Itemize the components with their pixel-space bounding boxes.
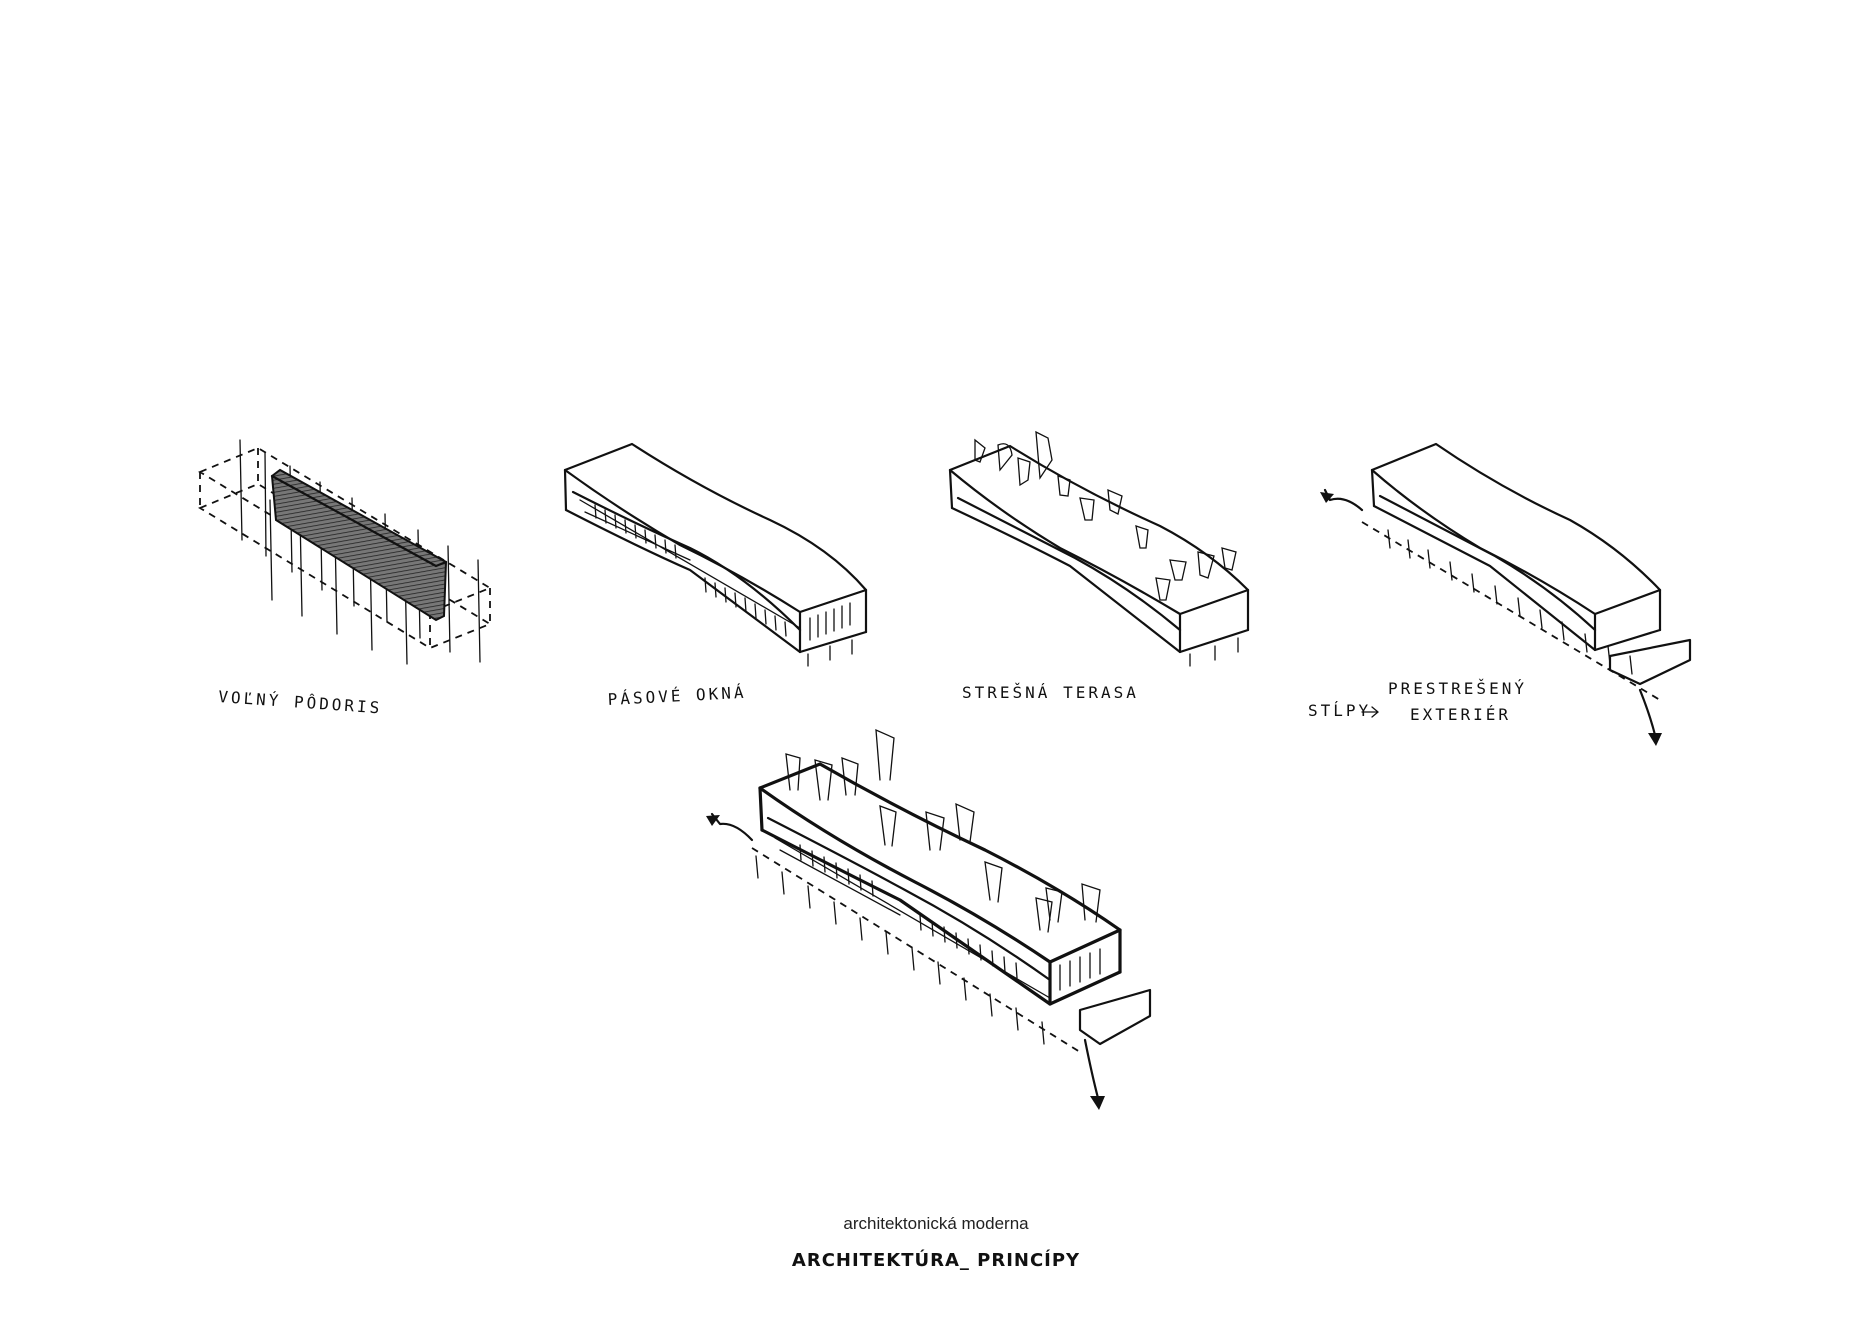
label-arrow (1361, 706, 1380, 718)
diagram-roof-terrace (948, 430, 1250, 667)
footer-subtitle: architektonická moderna (843, 1214, 1029, 1233)
label-free-plan: VOĽNÝ PÔDORIS (218, 687, 383, 717)
label-covered: PRESTREŠENÝ (1388, 679, 1527, 698)
diagram-combined (706, 728, 1152, 1110)
label-columns: STĹPY (1308, 701, 1371, 720)
diagram-free-plan (198, 439, 493, 665)
label-exterior: EXTERIÉR (1410, 705, 1511, 724)
label-roof-terrace: STREŠNÁ TERASA (962, 683, 1139, 702)
footer-title: ARCHITEKTÚRA_ PRINCÍPY (791, 1250, 1081, 1271)
diagram-ribbon-windows (563, 442, 868, 667)
label-ribbon-windows: PÁSOVÉ OKNÁ (607, 683, 747, 709)
diagram-columns-covered-exterior (1320, 442, 1692, 746)
